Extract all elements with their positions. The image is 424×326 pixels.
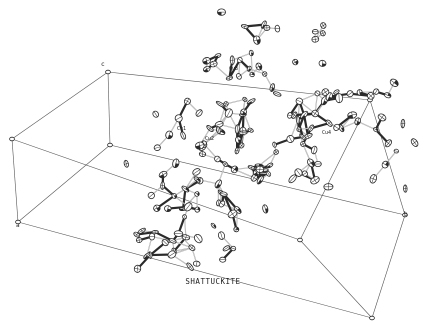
- atom: [242, 96, 248, 102]
- cell-edge: [12, 139, 300, 240]
- atom: [389, 78, 400, 89]
- atom: [311, 145, 318, 154]
- atom: [309, 175, 320, 185]
- atom: [230, 165, 239, 174]
- cell-edge: [12, 72, 108, 139]
- atom-label-cu3: Cu3: [229, 67, 238, 72]
- atom: [272, 142, 277, 148]
- atom: [180, 131, 187, 140]
- atom: [296, 116, 300, 124]
- atom: [241, 24, 249, 30]
- axis-label-b: b: [404, 212, 408, 218]
- atom: [410, 137, 420, 147]
- atom: [136, 237, 142, 243]
- atom: [222, 245, 231, 252]
- atom: [346, 89, 355, 98]
- atom: [194, 206, 200, 213]
- atom-label-cu1: Cu1: [177, 127, 186, 132]
- atom: [319, 60, 327, 67]
- cell-edge: [372, 215, 405, 318]
- atom: [286, 134, 296, 144]
- atom: [160, 182, 164, 190]
- atom: [264, 25, 270, 30]
- atom: [403, 185, 407, 192]
- axis-label-c: c: [101, 62, 105, 68]
- atom: [152, 110, 160, 118]
- atom: [164, 205, 172, 212]
- atom: [273, 91, 282, 97]
- atom: [325, 119, 333, 128]
- atom: [149, 233, 155, 240]
- atom: [246, 98, 256, 106]
- atom: [217, 9, 225, 15]
- atom: [256, 166, 264, 173]
- atom: [357, 89, 363, 95]
- atom: [193, 233, 204, 244]
- atom: [320, 22, 327, 30]
- atom: [230, 56, 235, 65]
- atom: [134, 265, 142, 273]
- atom: [384, 92, 392, 99]
- atom: [248, 165, 256, 171]
- cell-edge: [12, 139, 18, 222]
- cell-edge: [300, 240, 372, 318]
- atom: [401, 119, 405, 128]
- atom: [324, 184, 333, 191]
- cell-corner-atom: [10, 137, 15, 141]
- atom: [292, 58, 300, 66]
- atom: [154, 144, 162, 151]
- atom: [335, 93, 342, 103]
- atom: [206, 124, 215, 132]
- bond-light-core: [259, 152, 276, 165]
- atom: [249, 50, 254, 56]
- atom: [308, 124, 315, 132]
- cell-corner-atom: [106, 70, 111, 74]
- atom: [234, 147, 239, 154]
- cell-edge: [108, 72, 110, 145]
- atom: [174, 230, 183, 236]
- atom: [233, 226, 239, 232]
- atom: [210, 222, 216, 229]
- atom: [199, 151, 206, 157]
- atom: [214, 179, 223, 189]
- atom: [315, 161, 322, 166]
- atom: [347, 111, 357, 119]
- atom: [152, 230, 159, 234]
- atom: [214, 53, 221, 59]
- bond-light-core: [226, 99, 245, 104]
- atom: [275, 25, 281, 32]
- cell-edge: [370, 100, 405, 215]
- atom: [311, 36, 319, 43]
- atom-label-cu2: Cu2: [205, 137, 214, 142]
- atom: [219, 257, 226, 262]
- atom: [238, 131, 247, 135]
- atom: [299, 110, 309, 120]
- atom: [394, 149, 399, 154]
- atom: [377, 112, 387, 122]
- atom: [191, 167, 201, 176]
- atom: [123, 160, 129, 168]
- atom: [215, 100, 225, 108]
- axis-label-a: a: [16, 223, 20, 229]
- cell-corner-atom: [298, 238, 303, 242]
- atom: [306, 158, 316, 169]
- atom: [266, 162, 274, 169]
- atom: [182, 214, 188, 220]
- cell-corner-atom: [370, 316, 375, 320]
- atom-shaded-octant: [217, 12, 221, 15]
- atom: [174, 113, 184, 123]
- cell-edge: [18, 145, 110, 222]
- figure-caption: SHATTUCKITE: [153, 277, 273, 286]
- atom: [312, 29, 318, 34]
- atom: [235, 73, 242, 81]
- atom: [250, 72, 255, 77]
- atom: [262, 204, 269, 213]
- atom-label-cu4: Cu4: [322, 131, 331, 136]
- atom: [193, 261, 200, 267]
- cell-corner-atom: [108, 143, 113, 147]
